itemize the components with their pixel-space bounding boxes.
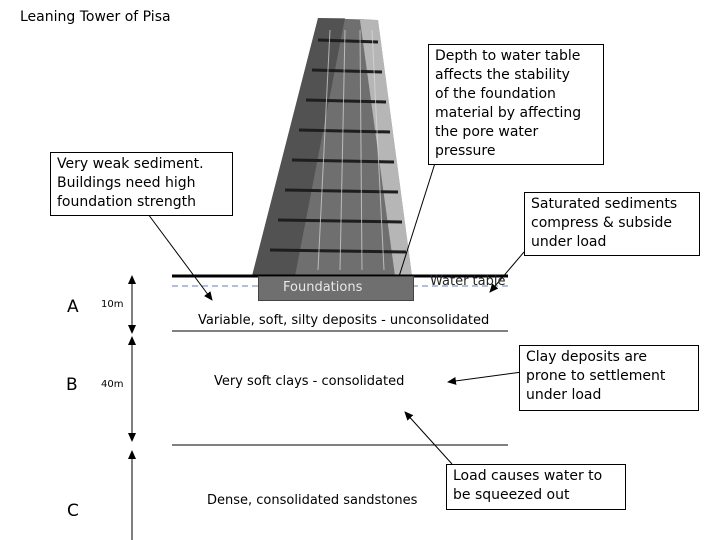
layer-b-depth: 40m bbox=[101, 379, 124, 390]
foundations-label: Foundations bbox=[283, 280, 363, 295]
layer-b-description: Very soft clays - consolidated bbox=[214, 374, 405, 389]
callout-weak-sediment: Very weak sediment. Buildings need high … bbox=[50, 152, 233, 216]
diagram-title: Leaning Tower of Pisa bbox=[20, 9, 171, 25]
leaning-tower-illustration bbox=[252, 18, 412, 276]
layer-c-description: Dense, consolidated sandstones bbox=[207, 493, 418, 508]
callout-saturated-sediments: Saturated sediments compress & subside u… bbox=[524, 192, 700, 256]
callout-load-water: Load causes water to be squeezed out bbox=[446, 464, 626, 510]
callout-clay-deposits: Clay deposits are prone to settlement un… bbox=[519, 345, 699, 411]
layer-a-letter: A bbox=[67, 297, 79, 317]
layer-a-description: Variable, soft, silty deposits - unconso… bbox=[198, 313, 490, 328]
water-table-label: Water table bbox=[430, 274, 506, 289]
callout-arrows bbox=[147, 159, 525, 465]
layer-a-depth: 10m bbox=[101, 299, 124, 310]
callout-water-table-depth: Depth to water table affects the stabili… bbox=[428, 44, 604, 165]
foundations-block: Foundations bbox=[258, 276, 414, 301]
layer-b-letter: B bbox=[66, 375, 78, 395]
layer-c-letter: C bbox=[67, 501, 79, 521]
